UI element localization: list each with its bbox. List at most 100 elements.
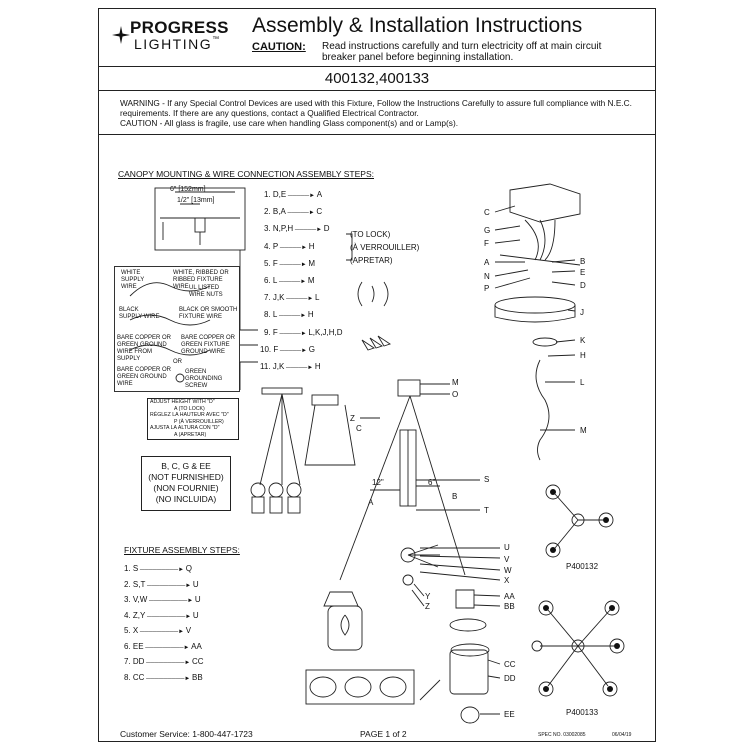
- step-number: 1.: [124, 564, 133, 573]
- canopy-part-label: D: [580, 281, 586, 290]
- canopy-part-label: L: [580, 378, 585, 387]
- fixture-part-label: Z: [350, 414, 355, 423]
- fixture-part-label: AA: [504, 592, 515, 601]
- page-number: PAGE 1 of 2: [360, 729, 407, 739]
- canopy-part-label: E: [580, 268, 586, 277]
- arrow-right-icon: ─────────►: [144, 675, 192, 682]
- model-numbers: 400132,400133: [324, 70, 430, 87]
- step-number: 9.: [264, 327, 273, 337]
- config-label-p400132: P400132: [566, 562, 599, 571]
- spec-date: 06/04/19: [612, 732, 632, 738]
- step-number: 7.: [264, 293, 273, 303]
- not-furnished-parts: B, C, G & EE: [161, 461, 211, 471]
- step-parts: L: [272, 276, 278, 285]
- step-number: 5.: [124, 626, 133, 635]
- lock-label-fr: (À VERROUILLER): [350, 243, 420, 252]
- logo-text-progress: PROGRESS: [130, 18, 229, 37]
- step-target: V: [185, 626, 192, 635]
- step-parts: L: [272, 310, 278, 320]
- white-supply-label: WHITE SUPPLY WIRE: [121, 270, 145, 290]
- fixture-part-label: M: [452, 378, 459, 387]
- canopy-part-label: G: [484, 226, 491, 235]
- step-parts: N,P,H: [272, 224, 294, 234]
- adjust-height-box: ADJUST HEIGHT WITH "D" A (TO LOCK) RÉGLE…: [147, 398, 239, 440]
- assembly-step: 3. V,W ─────────► U: [124, 595, 201, 604]
- caution-label: CAUTION:: [252, 41, 306, 53]
- lock-label-es: (APRETAR): [350, 256, 393, 265]
- canopy-part-label: M: [580, 426, 587, 435]
- dim-6-label: 6": [428, 478, 436, 487]
- assembly-step: 4. Z,Y ─────────► U: [124, 611, 199, 620]
- adjust-fr-lock: P (À VERROUILLER): [174, 418, 224, 425]
- wiring-diagram-box: WHITE SUPPLY WIRE WHITE, RIBBED OR RIBBE…: [114, 266, 240, 392]
- step-parts: B,A: [272, 207, 286, 217]
- arrow-right-icon: ─────►: [277, 279, 308, 285]
- page-title: Assembly & Installation Instructions: [252, 14, 583, 37]
- step-parts: EE: [132, 641, 144, 651]
- canopy-part-label: B: [580, 257, 586, 266]
- wire-nuts-label: UL LISTED WIRE NUTS: [189, 285, 223, 298]
- arrow-right-icon: ─────────►: [143, 644, 192, 651]
- fixture-part-label: O: [452, 390, 459, 399]
- fixture-part-label: B: [452, 492, 458, 501]
- step-target: H: [308, 241, 315, 251]
- assembly-step: 8. L ─────► H: [264, 310, 314, 319]
- assembly-step: 3. N,P,H ─────► D: [264, 224, 330, 233]
- fixture-part-label: EE: [504, 710, 515, 719]
- step-target: AA: [191, 641, 202, 651]
- step-target: H: [307, 310, 314, 320]
- step-target: C: [316, 207, 323, 217]
- step-number: 4.: [124, 610, 133, 620]
- step-target: H: [314, 362, 321, 371]
- arrow-right-icon: ─────────►: [138, 629, 186, 635]
- black-fixture-label: BLACK OR SMOOTH FIXTURE WIRE: [179, 307, 238, 320]
- step-parts: Z,Y: [132, 610, 146, 620]
- logo-star-icon: [112, 26, 130, 44]
- black-supply-label: BLACK SUPPLY WIRE: [119, 307, 160, 320]
- fixture-part-label: Y: [425, 592, 431, 601]
- divider: [99, 66, 655, 67]
- green-screw-label: GREEN GROUNDING SCREW: [185, 369, 223, 389]
- warning-text: WARNING - If any Special Control Devices…: [120, 98, 632, 118]
- assembly-step: 2. B,A ─────► C: [264, 207, 322, 216]
- step-number: 3.: [124, 595, 133, 604]
- step-number: 3.: [264, 224, 273, 234]
- canopy-part-label: F: [484, 239, 489, 248]
- step-target: U: [192, 610, 199, 620]
- customer-service: Customer Service: 1-800-447-1723: [120, 729, 253, 739]
- arrow-right-icon: ─────►: [286, 193, 317, 199]
- canopy-part-label: P: [484, 284, 490, 293]
- divider: [99, 134, 655, 135]
- canopy-part-label: J: [580, 308, 584, 317]
- spec-number: SPEC NO. 03002085: [538, 732, 586, 738]
- divider: [99, 90, 655, 91]
- step-target: G: [308, 344, 315, 354]
- step-target: M: [308, 258, 315, 268]
- step-parts: V,W: [132, 595, 148, 604]
- arrow-right-icon: ─────►: [278, 244, 309, 251]
- arrow-right-icon: ─────────►: [138, 567, 186, 573]
- fixture-part-label: W: [504, 566, 512, 575]
- assembly-step: 6. EE ─────────► AA: [124, 642, 202, 651]
- fixture-part-label: T: [484, 506, 489, 515]
- step-target: A: [316, 190, 323, 199]
- step-parts: D,E: [272, 190, 287, 199]
- arrow-right-icon: ─────►: [284, 365, 315, 371]
- not-furnished-box: B, C, G & EE (NOT FURNISHED) (NON FOURNI…: [141, 456, 231, 511]
- assembly-step: 8. CC ─────────► BB: [124, 673, 203, 682]
- step-target: L,K,J,H,D: [308, 327, 343, 337]
- arrow-right-icon: ─────►: [285, 210, 317, 217]
- canopy-part-label: C: [484, 208, 490, 217]
- assembly-step: 7. J,K ─────► L: [264, 293, 319, 302]
- assembly-step: 2. S,T ─────────► U: [124, 580, 199, 589]
- adjust-es-title: AJUSTA LA ALTURA CON "D": [150, 425, 220, 431]
- dim-6-label: 6" [152mm]: [170, 186, 206, 193]
- step-parts: S,T: [132, 579, 146, 589]
- assembly-step: 9. F ─────► L,K,J,H,D: [264, 328, 343, 337]
- warning-block: WARNING - If any Special Control Devices…: [120, 98, 640, 128]
- step-target: U: [192, 579, 199, 589]
- not-furnished-en: (NOT FURNISHED): [148, 472, 224, 482]
- assembly-step: 5. F ─────► M: [264, 259, 315, 268]
- step-parts: DD: [132, 657, 145, 666]
- step-number: 10.: [260, 344, 274, 354]
